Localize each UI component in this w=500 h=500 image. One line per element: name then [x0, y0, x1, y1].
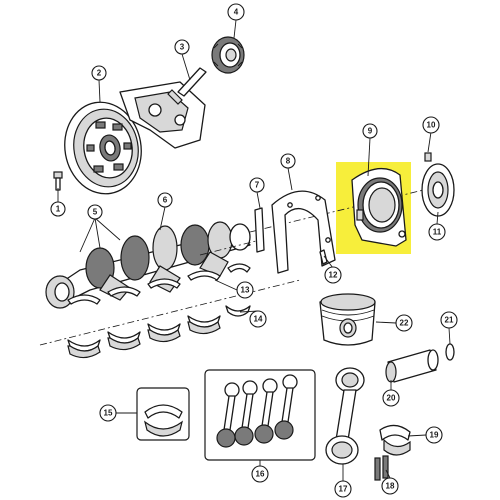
callout-17: 17	[334, 480, 352, 498]
thrust-bearing	[143, 404, 183, 437]
callout-label: 12	[329, 271, 338, 280]
callout-12: 12	[324, 266, 342, 284]
callout-label: 10	[427, 121, 436, 130]
bolt-1	[53, 171, 63, 191]
main-bearings	[67, 263, 251, 359]
callout-label: 17	[339, 485, 348, 494]
bolt-12	[319, 249, 328, 265]
bolt-10	[424, 152, 432, 162]
callout-7: 7	[249, 177, 265, 193]
callout-13: 13	[236, 281, 254, 299]
callout-15: 15	[99, 404, 117, 422]
callout-8: 8	[280, 153, 296, 169]
connecting-rod	[325, 367, 365, 465]
callout-label: 4	[234, 8, 239, 17]
callout-label: 6	[163, 196, 168, 205]
callout-16: 16	[251, 465, 269, 483]
callout-label: 20	[387, 394, 396, 403]
callout-label: 7	[255, 181, 260, 190]
callout-label: 19	[430, 431, 439, 440]
callout-label: 15	[104, 409, 113, 418]
leader-lines	[57, 19, 451, 481]
callout-label: 14	[254, 315, 263, 324]
rear-main-seal	[351, 168, 407, 247]
callout-20: 20	[382, 389, 400, 407]
callout-label: 11	[433, 228, 442, 237]
rod-bolts	[374, 455, 389, 481]
thrust-bearing-frame	[136, 387, 190, 441]
piston	[319, 293, 376, 346]
callout-2: 2	[91, 65, 107, 81]
callouts: 4 3 2 1 5 6 7 8	[50, 3, 458, 498]
callout-label: 3	[180, 43, 185, 52]
callout-4: 4	[227, 3, 245, 21]
front-housing	[119, 81, 206, 149]
crankshaft	[45, 221, 251, 309]
callout-label: 16	[256, 470, 265, 479]
callout-label: 1	[56, 205, 61, 214]
callout-label: 9	[368, 127, 373, 136]
callout-label: 22	[400, 319, 409, 328]
reluctor-ring	[421, 163, 455, 217]
rod-bearings	[379, 424, 411, 456]
seal-retainer-8	[271, 190, 336, 274]
callout-21: 21	[440, 311, 458, 329]
callout-11: 11	[428, 223, 446, 241]
callout-label: 5	[93, 208, 98, 217]
callout-label: 8	[286, 157, 291, 166]
callout-14: 14	[249, 310, 267, 328]
callout-label: 13	[241, 286, 250, 295]
callout-5: 5	[87, 204, 103, 220]
bolt-3	[167, 67, 207, 105]
gasket-7	[254, 207, 265, 253]
rod-set-frame	[204, 369, 316, 461]
callout-label: 21	[445, 316, 454, 325]
callout-1: 1	[50, 201, 66, 217]
callout-6: 6	[157, 192, 173, 208]
callout-label: 2	[97, 69, 102, 78]
pin-clip	[445, 343, 455, 361]
callout-18: 18	[381, 477, 399, 495]
crankshaft-damper	[64, 101, 142, 195]
piston-pin	[385, 349, 439, 383]
callout-22: 22	[395, 314, 413, 332]
callout-3: 3	[174, 39, 190, 55]
callout-label: 18	[386, 482, 395, 491]
rod-set	[216, 374, 298, 448]
callout-10: 10	[422, 116, 440, 134]
crank-sprocket	[211, 36, 245, 74]
callout-19: 19	[425, 426, 443, 444]
callout-9: 9	[362, 123, 378, 139]
